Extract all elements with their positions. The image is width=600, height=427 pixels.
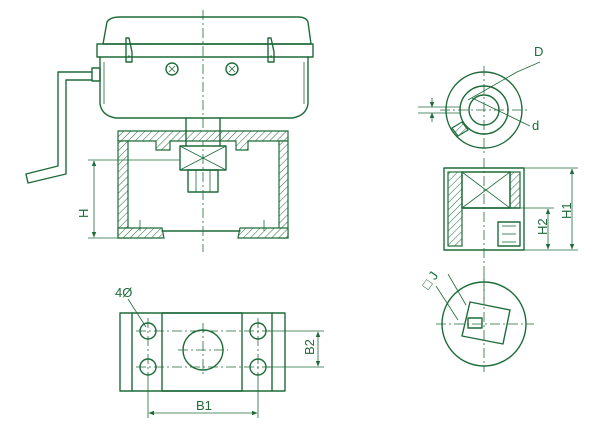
hole-count-label: 4Ø [115,285,132,300]
coupling-bottom-view: □ J [419,269,534,372]
actuator-body [99,56,309,119]
dimension-h1-label: H1 [559,202,574,219]
coupling-top-view: D d [418,44,543,154]
dimension-h2-label: H2 [535,218,550,235]
lid-clip-icon [267,37,275,63]
dimension-b2-label: B2 [302,339,317,355]
dimension-h-label: H [76,209,91,218]
bracket-section [117,117,289,239]
crank-handle [25,71,93,184]
actuator-flange [96,43,314,58]
bolt-icon [225,62,239,76]
dimension-d-outer-label: D [534,44,543,59]
dimension-d-inner-label: d [532,118,539,133]
bolt-icon [165,62,179,76]
lid-clip-icon [125,37,133,63]
dimension-h: H [76,159,180,239]
coupling-side-section: H1 H2 [443,158,578,300]
actuator-lid [102,16,312,45]
base-plan-view: 4Ø B1 B2 [115,285,324,418]
dimension-b1-label: B1 [196,398,212,413]
cable-gland-icon [91,67,101,82]
actuator-front-view [25,10,314,252]
